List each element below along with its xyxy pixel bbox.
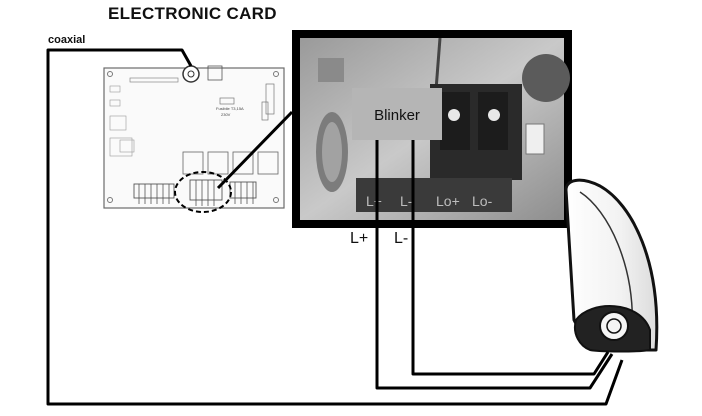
mounting-hole: [273, 71, 279, 77]
diagram-title: ELECTRONIC CARD: [108, 4, 277, 23]
terminal-label-lo-minus: Lo-: [472, 193, 493, 209]
blinker-label-box: [352, 88, 442, 140]
terminal-label-lo-plus: Lo+: [436, 193, 460, 209]
blinker-lamp: [564, 178, 659, 353]
board-silk-voltage: 230V: [221, 112, 231, 117]
terminal-block-left: [133, 183, 175, 199]
board-silk-fuse: Fusibile T3,15A: [216, 106, 244, 111]
mounting-hole: [273, 197, 279, 203]
connector-highlight-circle: [174, 171, 232, 213]
connector-photo: L+ L- Lo+ Lo- Blinker: [292, 30, 572, 228]
relay: [232, 151, 254, 175]
relay: [207, 151, 229, 175]
terminal-block-blinker: [189, 179, 223, 201]
electronic-board: Fusibile T3,15A 230V: [103, 65, 285, 213]
terminal-block-right: [229, 181, 257, 199]
relay: [257, 151, 279, 175]
wire-label-l-minus: L-: [394, 230, 409, 247]
mounting-hole: [107, 197, 113, 203]
blinker-label: Blinker: [374, 107, 420, 124]
coaxial-label: coaxial: [48, 34, 86, 46]
callout-leader-line: [216, 110, 294, 190]
wire-l-minus: [411, 140, 610, 376]
mounting-hole: [107, 71, 113, 77]
wire-l-plus: [375, 140, 614, 390]
terminal-label-l-plus: L+: [366, 193, 382, 209]
terminal-label-l-minus: L-: [400, 193, 413, 209]
terminal-strip: [356, 178, 512, 212]
wire-label-l-plus: L+: [350, 230, 369, 247]
coaxial-cable: [46, 48, 624, 406]
relay: [182, 151, 204, 175]
